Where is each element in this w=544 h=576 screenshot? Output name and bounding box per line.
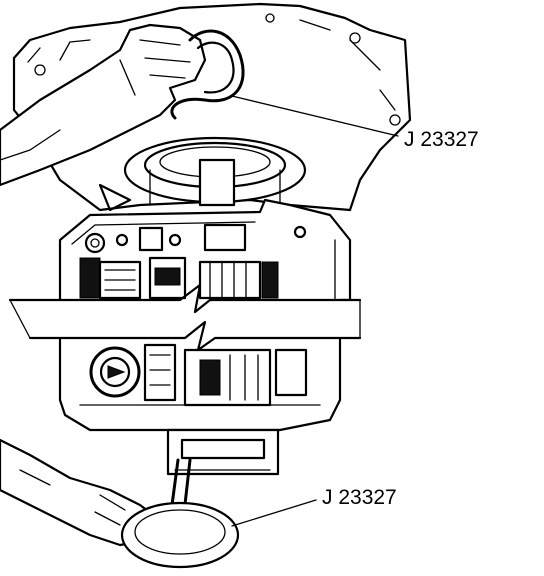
lower-tool-j23327 xyxy=(120,458,240,569)
section-break-band xyxy=(0,283,362,352)
lower-tool-callout: J 23327 xyxy=(322,486,397,509)
valve-body-lower xyxy=(79,343,321,407)
upper-tool-j23327 xyxy=(170,29,245,120)
upper-hand xyxy=(0,23,207,187)
upper-tool-callout: J 23327 xyxy=(404,128,479,151)
upper-leader-line xyxy=(231,95,399,137)
gauge-plate xyxy=(166,428,280,476)
lower-leader-line xyxy=(231,499,317,527)
valve-channels-upper xyxy=(79,256,279,300)
